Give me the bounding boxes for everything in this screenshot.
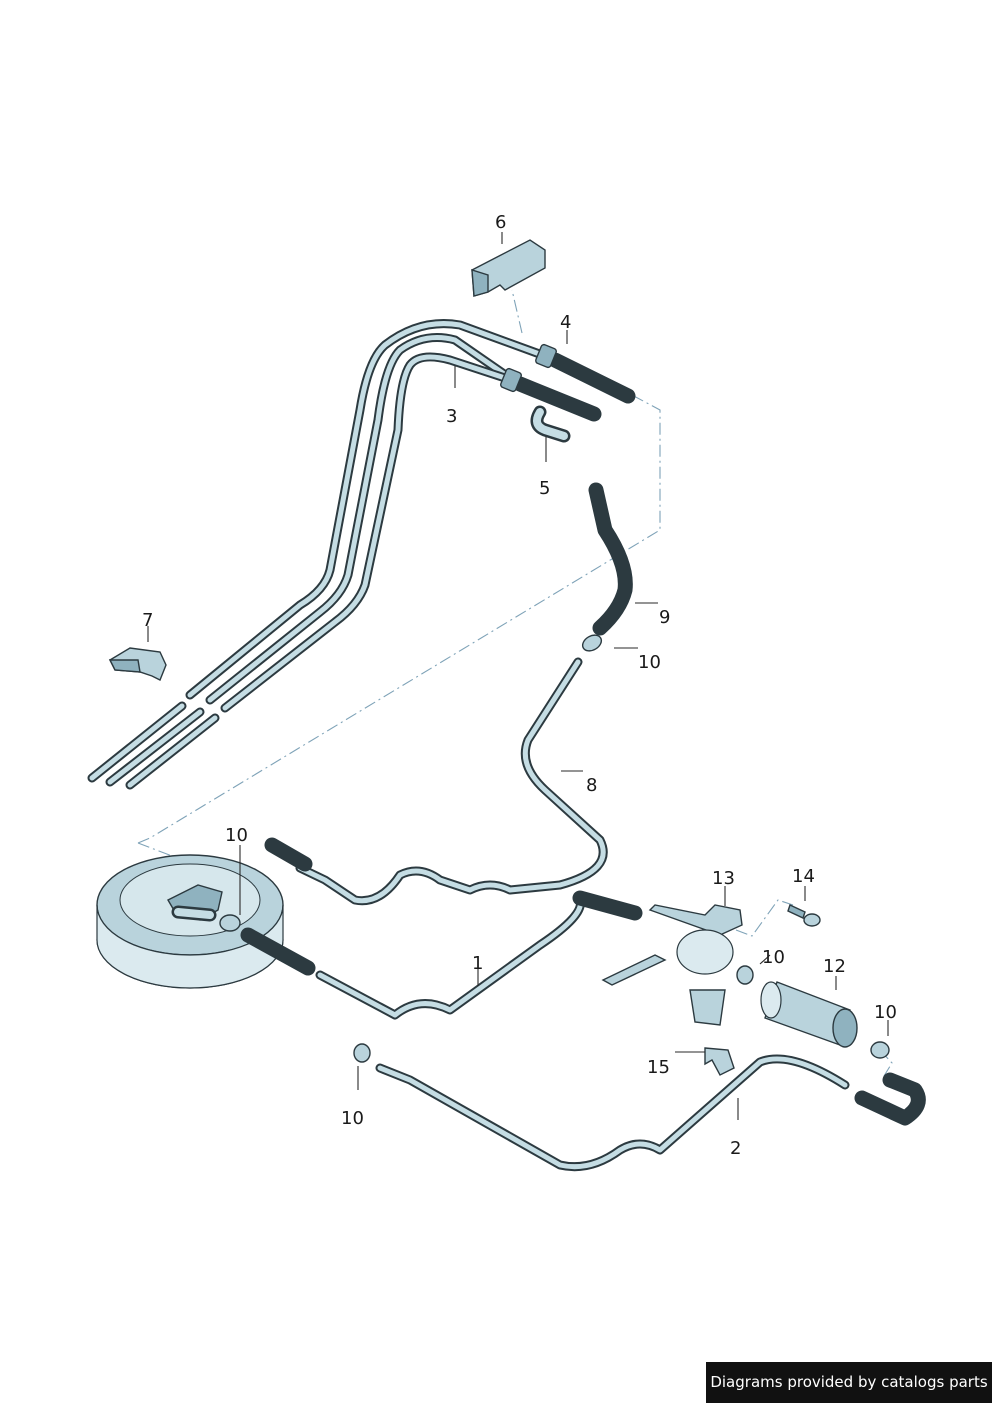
return-line [375,1054,926,1172]
line-holder-clip [471,239,546,297]
vent-hose [588,482,633,636]
filter-bracket [601,904,743,1026]
callout-1: 1 [472,953,483,974]
callout-10-a: 10 [638,652,661,673]
callout-12: 12 [823,956,846,977]
callout-13: 13 [712,868,735,889]
callout-15: 15 [647,1057,670,1078]
bolt [787,904,821,927]
elbow-connector [530,405,571,443]
callout-3: 3 [446,406,457,427]
fuel-tank-flange [96,854,284,989]
callout-7: 7 [142,610,153,631]
fuel-filter [760,981,858,1048]
callout-2: 2 [730,1138,741,1159]
line-clip [108,647,167,681]
callout-10-c: 10 [762,947,785,968]
vent-line [264,657,608,906]
callout-9: 9 [659,607,670,628]
callout-10-b: 10 [225,825,248,846]
feed-line [240,890,643,1020]
callout-6: 6 [495,212,506,233]
callout-5: 5 [539,478,550,499]
callout-labels: 6 4 3 5 7 9 10 8 10 1 13 14 10 12 10 15 … [142,212,897,1159]
callout-14: 14 [792,866,815,887]
fuel-line-bundle [87,319,636,790]
credit-banner: Diagrams provided by catalogs parts [706,1362,992,1403]
leader-lines [147,232,889,1120]
callout-10-d: 10 [874,1002,897,1023]
callout-4: 4 [560,312,571,333]
callout-10-e: 10 [341,1108,364,1129]
hose-clamps [219,634,890,1076]
callout-8: 8 [586,775,597,796]
